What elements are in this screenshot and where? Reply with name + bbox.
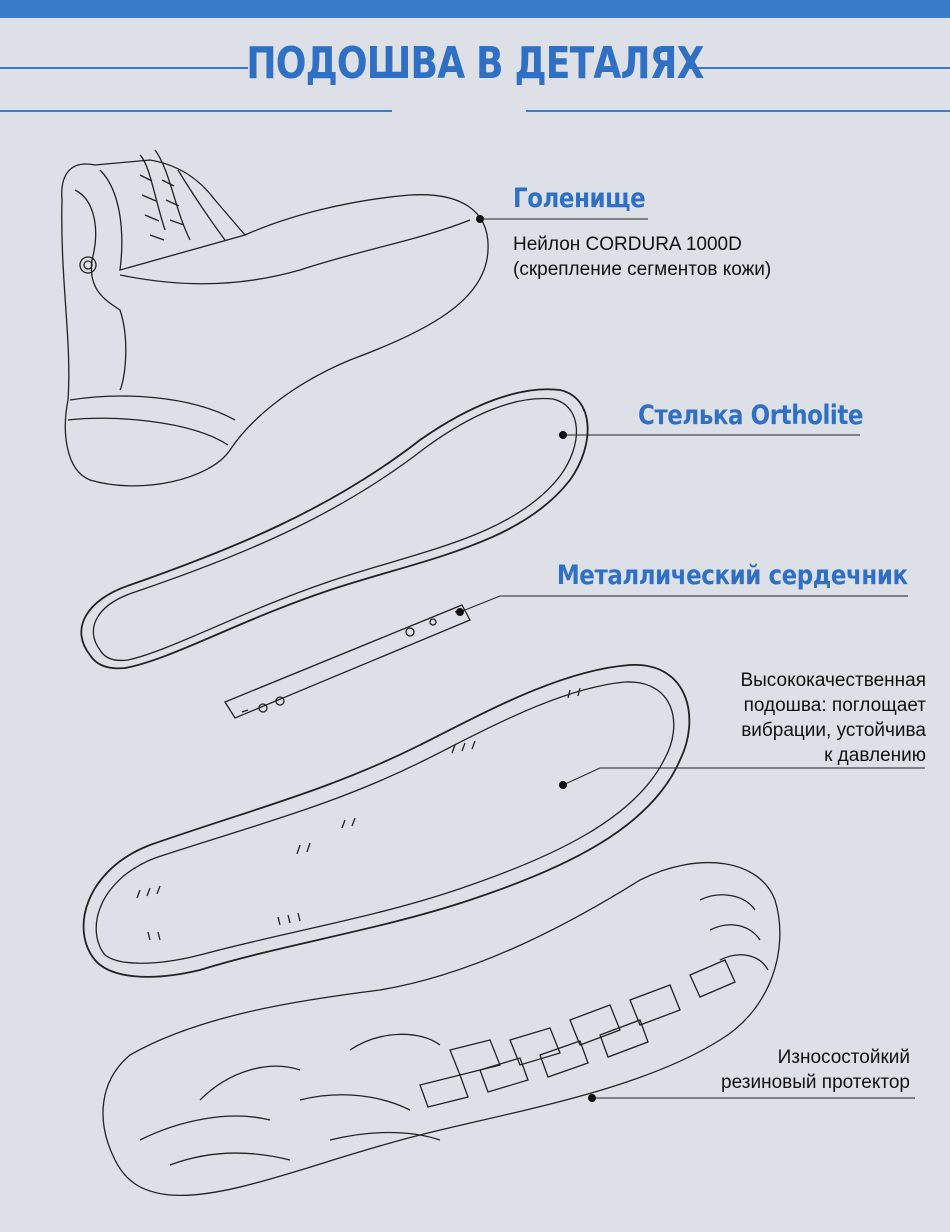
title-underline-left xyxy=(0,110,392,112)
title-underline-right xyxy=(526,110,950,112)
page-title: ПОДОШВА В ДЕТАЛЯХ xyxy=(246,38,704,89)
metal-shank-drawing xyxy=(224,604,471,719)
shaft-description: Нейлон CORDURA 1000D (скрепление сегмент… xyxy=(513,234,772,280)
outsole-tread-drawing xyxy=(102,862,781,1197)
outsole-description: Износостойкий резиновый протектор xyxy=(721,1047,910,1093)
shank-title: Металлический сердечник xyxy=(557,560,908,591)
insole-drawing xyxy=(80,388,589,670)
insole-title: Стелька Ortholite xyxy=(638,400,864,431)
callout-dots xyxy=(456,215,596,1102)
midsole-description: Высококачественная подошва: поглощает ви… xyxy=(740,670,926,766)
boot-upper-drawing xyxy=(61,149,489,487)
title-rule-left xyxy=(0,67,248,69)
shaft-title: Голенище xyxy=(513,183,646,214)
title-rule-right xyxy=(690,67,950,69)
callout-pointers xyxy=(459,218,925,1099)
top-accent-bar xyxy=(0,0,950,18)
midsole-drawing xyxy=(82,664,691,978)
